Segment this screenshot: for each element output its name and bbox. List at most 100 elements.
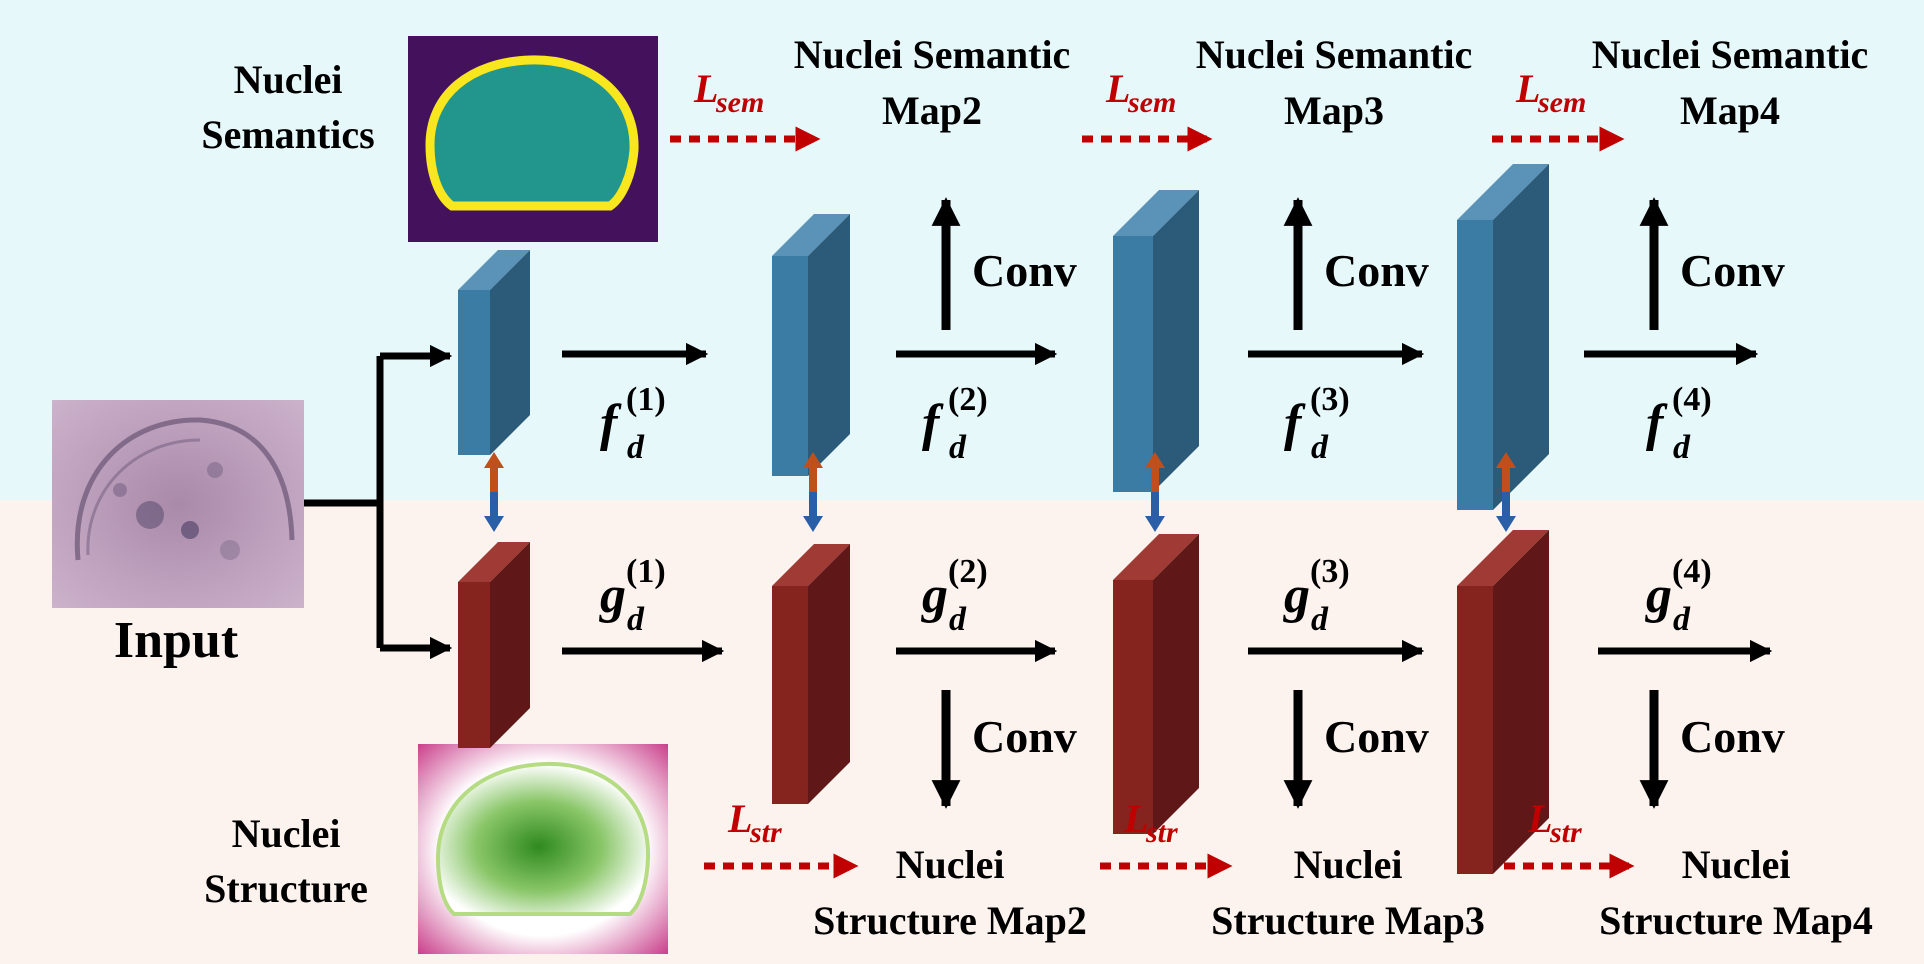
- semantic-map-label-3-line2: Map3: [1284, 88, 1384, 133]
- semantic-feature-block-1: [458, 250, 530, 455]
- structure-feature-block-2-top: [772, 544, 850, 586]
- semantic-feature-label-3-sup: (3): [1310, 381, 1350, 418]
- structure-feature-label-3-sub: d: [1311, 601, 1329, 638]
- structure-feature-block-3-top: [1113, 534, 1199, 580]
- semantic-conv-label-1: Conv: [972, 245, 1077, 296]
- cross-branch-interaction-arrow-1-up: [484, 452, 504, 492]
- nuclei-semantics-label-line2: Semantics: [201, 112, 374, 157]
- semantic-feature-block-3: [1113, 190, 1199, 492]
- semantic-loss-label-3-base: L: [1515, 66, 1540, 111]
- semantic-feature-block-2-front: [772, 256, 808, 476]
- structure-feature-block-2: [772, 544, 850, 804]
- semantic-feature-label-3-sub: d: [1311, 429, 1329, 466]
- structure-feature-block-3-front: [1113, 580, 1153, 834]
- cross-branch-interaction-arrow-4: [1496, 452, 1516, 532]
- nuclei-semantics-label: Nuclei Semantics: [201, 57, 374, 157]
- structure-feature-label-3-sup: (3): [1310, 553, 1350, 590]
- structure-feature-block-4: [1457, 530, 1549, 874]
- structure-map-label-4-line2: Structure Map4: [1599, 898, 1873, 943]
- structure-feature-block-2-side: [808, 544, 850, 804]
- cross-branch-interaction-arrow-1-down: [484, 492, 504, 532]
- structure-feature-block-2-front: [772, 586, 808, 804]
- structure-feature-label-1-sub: d: [627, 601, 645, 638]
- semantic-feature-block-4: [1457, 164, 1549, 510]
- structure-loss-label-1-sub: str: [749, 816, 782, 849]
- nuclei-semantics-mask: [408, 36, 658, 242]
- semantic-feature-block-1-side: [490, 250, 530, 455]
- semantic-feature-block-3-side: [1153, 190, 1199, 492]
- structure-feature-block-1: [458, 542, 530, 748]
- semantic-loss-label-2-base: L: [1105, 66, 1130, 111]
- semantic-feature-label-2-sup: (2): [948, 381, 988, 418]
- input-label: Input: [114, 612, 239, 669]
- semantic-feature-block-1-front: [458, 290, 490, 455]
- structure-feature-block-1-front: [458, 582, 490, 748]
- structure-loss-label-1-base: L: [727, 796, 752, 841]
- structure-feature-block-4-front: [1457, 586, 1493, 874]
- structure-feature-block-3: [1113, 534, 1199, 834]
- structure-feature-label-4-sup: (4): [1672, 553, 1712, 590]
- semantic-feature-label-4-base: f: [1646, 395, 1668, 452]
- semantic-feature-label-2-sub: d: [949, 429, 967, 466]
- cross-branch-interaction-arrow-2-down: [803, 492, 823, 532]
- cross-branch-interaction-arrow-1: [484, 452, 504, 532]
- semantic-loss-label-3-sub: sem: [1537, 86, 1586, 119]
- semantic-feature-block-4-front: [1457, 220, 1493, 510]
- semantic-feature-label-3-base: f: [1284, 395, 1306, 452]
- structure-feature-label-2-sup: (2): [948, 553, 988, 590]
- cross-branch-interaction-arrow-3-down: [1145, 492, 1165, 532]
- semantic-feature-block-2-top: [772, 214, 850, 256]
- structure-conv-label-3: Conv: [1680, 711, 1785, 762]
- structure-feature-block-3-side: [1153, 534, 1199, 834]
- structure-feature-block-1-side: [490, 542, 530, 748]
- semantic-loss-label-2-sub: sem: [1127, 86, 1176, 119]
- cross-branch-interaction-arrow-4-up: [1496, 452, 1516, 492]
- nuclei-semantics-label-line1: Nuclei: [234, 57, 343, 102]
- structure-feature-block-4-side: [1493, 530, 1549, 874]
- semantic-map-label-3-line1: Nuclei Semantic: [1196, 32, 1473, 77]
- structure-feature-label-4-sub: d: [1673, 601, 1691, 638]
- structure-feature-label-2-base: g: [921, 567, 948, 624]
- semantic-conv-label-2: Conv: [1324, 245, 1429, 296]
- semantic-feature-label-4-sub: d: [1673, 429, 1691, 466]
- semantic-map-label-2-line2: Map2: [882, 88, 982, 133]
- cross-branch-interaction-arrow-2-up: [803, 452, 823, 492]
- semantic-feature-label-1-sup: (1): [626, 381, 666, 418]
- semantic-loss-label-1-sub: sem: [715, 86, 764, 119]
- cross-branch-interaction-arrow-4-down: [1496, 492, 1516, 532]
- structure-loss-label-3-sub: str: [1549, 816, 1582, 849]
- structure-branch-background: [0, 500, 1924, 964]
- nuclei-structure-label-line1: Nuclei: [232, 811, 341, 856]
- cross-branch-interaction-arrow-2: [803, 452, 823, 532]
- nuclei-structure-label: Nuclei Structure: [204, 811, 368, 911]
- structure-map-label-2-line1: Nuclei: [896, 842, 1005, 887]
- structure-feature-label-1-base: g: [599, 567, 626, 624]
- semantic-map-label-4-line2: Map4: [1680, 88, 1780, 133]
- semantic-map-label-2-line1: Nuclei Semantic: [794, 32, 1071, 77]
- semantic-conv-label-3: Conv: [1680, 245, 1785, 296]
- semantic-feature-block-3-front: [1113, 236, 1153, 492]
- structure-loss-label-3-base: L: [1527, 796, 1552, 841]
- semantic-feature-block-4-top: [1457, 164, 1549, 220]
- semantic-feature-label-1-base: f: [600, 395, 622, 452]
- semantic-feature-label-1-sub: d: [627, 429, 645, 466]
- nuclei-structure-label-line2: Structure: [204, 866, 368, 911]
- structure-feature-label-2-sub: d: [949, 601, 967, 638]
